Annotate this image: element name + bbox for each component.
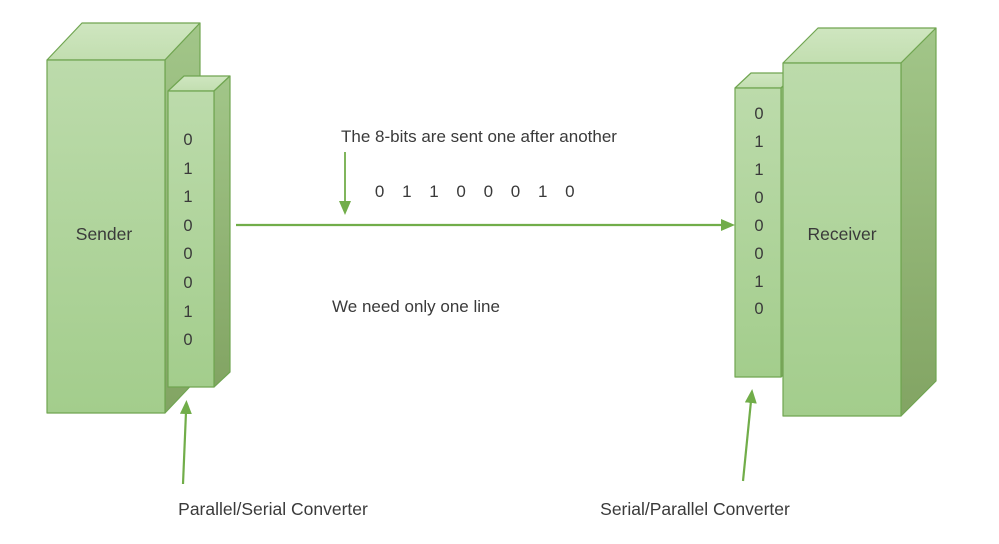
receiver-converter-caption: Serial/Parallel Converter [600, 499, 790, 519]
sender-converter-front-face [167, 90, 215, 388]
sender-bit: 1 [183, 188, 192, 206]
receiver-bit: 1 [754, 133, 763, 151]
sender-bit: 0 [183, 217, 192, 235]
serial-bits-caption: 0 1 1 0 0 0 1 0 [375, 182, 581, 201]
sender-label: Sender [76, 224, 133, 244]
sender-bit: 0 [183, 331, 192, 349]
receiver-bit: 1 [754, 273, 763, 291]
sender-bit-column: 0 1 1 0 0 0 1 0 [183, 131, 192, 349]
receiver-bit: 0 [754, 217, 763, 235]
receiver-bit: 0 [754, 105, 763, 123]
receiver-bit: 0 [754, 189, 763, 207]
receiver-box [782, 27, 937, 417]
sender-bit: 1 [183, 160, 192, 178]
receiver-bit: 1 [754, 161, 763, 179]
sender-converter-box [167, 75, 231, 388]
sender-bit: 0 [183, 245, 192, 263]
receiver-label: Receiver [807, 224, 876, 244]
receiver-box-front-face [782, 62, 902, 417]
sender-bit: 1 [183, 303, 192, 321]
receiver-converter-pointer-arrow [741, 389, 757, 482]
receiver-bit: 0 [754, 300, 763, 318]
serial-note-caption: The 8-bits are sent one after another [341, 127, 617, 146]
sender-bit: 0 [183, 274, 192, 292]
sender-box-front-face [46, 59, 166, 414]
receiver-box-side-face [900, 27, 937, 417]
sender-converter-side-face [213, 75, 231, 388]
receiver-bit: 0 [754, 245, 763, 263]
sender-bit: 0 [183, 131, 192, 149]
sender-converter-caption: Parallel/Serial Converter [178, 499, 368, 519]
sender-converter-pointer-arrow [179, 400, 192, 485]
receiver-converter-front-face [734, 87, 782, 378]
one-line-caption: We need only one line [332, 297, 500, 316]
receiver-bit-column: 0 1 1 0 0 0 1 0 [754, 105, 763, 318]
